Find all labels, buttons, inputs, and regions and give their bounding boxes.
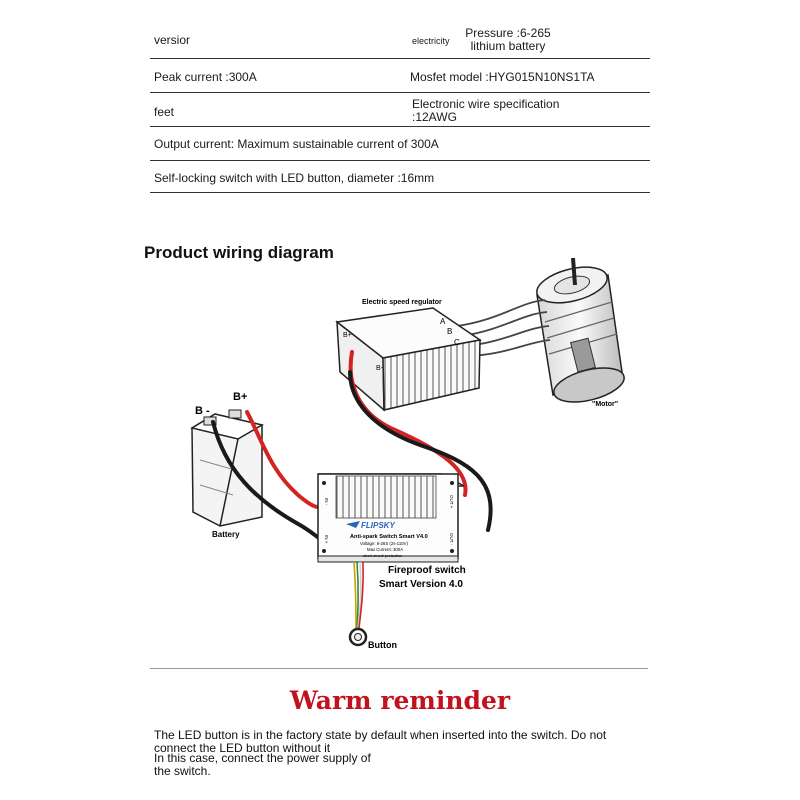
wire-esc-negative — [348, 370, 493, 532]
smart-version-label: Smart Version 4.0 — [379, 579, 463, 590]
power-wires — [211, 350, 493, 542]
spec-output-current: Output current: Maximum sustainable curr… — [154, 137, 439, 151]
reminder-line-1: The LED button is in the factory state b… — [154, 728, 607, 742]
battery — [190, 409, 265, 527]
esc-terminal-c: C — [454, 338, 460, 347]
spec-electricity-label: electricity — [412, 36, 450, 46]
esc-terminal-bplus: B+ — [343, 332, 352, 339]
spec-table: versior electricity Pressure :6-265 lith… — [150, 18, 650, 193]
spec-row-wire: feet Electronic wire specification :12AW… — [150, 93, 650, 127]
section-divider — [150, 668, 648, 669]
switch-max-current: Max Current: 300A — [367, 547, 403, 552]
spec-row-version: versior electricity Pressure :6-265 lith… — [150, 18, 650, 59]
wire-battery-negative — [211, 420, 324, 542]
reminder-line-2: connect the LED button without it — [154, 741, 331, 755]
spec-switch-info: Self-locking switch with LED button, dia… — [154, 171, 435, 185]
switch-out-minus: OUT - — [449, 533, 454, 546]
reminder-line-4: the switch. — [154, 764, 211, 778]
battery-positive-label: B+ — [233, 391, 247, 403]
spec-version-label: versior — [154, 33, 191, 47]
spec-row-switch: Self-locking switch with LED button, dia… — [150, 161, 650, 193]
esc-box: A B C B+ B- — [335, 307, 482, 412]
switch-model: Anti-spark Switch Smart V4.0 — [350, 534, 428, 540]
motor — [536, 257, 625, 403]
led-button — [348, 627, 368, 647]
spec-peak-current: Peak current :300A — [154, 70, 257, 84]
warm-reminder-title: Warm reminder — [289, 686, 511, 715]
esc-terminal-bminus: B- — [376, 365, 384, 372]
battery-negative-label: B - — [195, 405, 210, 417]
switch-voltage: Voltage: 6-26S (2s-110V) — [360, 541, 408, 546]
button-cable — [353, 561, 364, 629]
spec-pressure-value: Pressure :6-265 lithium battery — [465, 26, 551, 53]
wire-esc-positive — [348, 350, 468, 497]
fireproof-switch: FLIPSKY Anti-spark Switch Smart V4.0 Vol… — [317, 473, 465, 563]
switch-brand: FLIPSKY — [361, 521, 395, 530]
switch-in-plus: IN + — [324, 535, 329, 544]
esc-terminal-a: A — [440, 317, 446, 326]
switch-out-plus: OUT + — [449, 495, 454, 509]
spec-row-peak-current: Peak current :300A Mosfet model :HYG015N… — [150, 59, 650, 93]
switch-in-minus: IN - — [324, 498, 329, 506]
esc-terminal-b: B — [447, 327, 452, 336]
diagram-title: Product wiring diagram — [144, 243, 334, 262]
spec-wire-spec: Electronic wire specification :12AWG — [412, 97, 560, 124]
fireproof-switch-label: Fireproof switch — [388, 565, 466, 576]
reminder-line-3: In this case, connect the power supply o… — [154, 751, 371, 765]
phase-wires — [456, 299, 551, 357]
spec-row-output-current: Output current: Maximum sustainable curr… — [150, 127, 650, 161]
wire-battery-positive — [245, 410, 324, 509]
motor-label: "Motor" — [592, 401, 618, 408]
esc-label: Electric speed regulator — [362, 299, 442, 306]
spec-mosfet-model: Mosfet model :HYG015N10NS1TA — [410, 70, 595, 84]
button-label: Button — [368, 640, 397, 650]
switch-protection: short-circuit protection — [363, 553, 402, 558]
spec-feet-label: feet — [154, 105, 175, 119]
battery-label: Battery — [212, 530, 240, 539]
